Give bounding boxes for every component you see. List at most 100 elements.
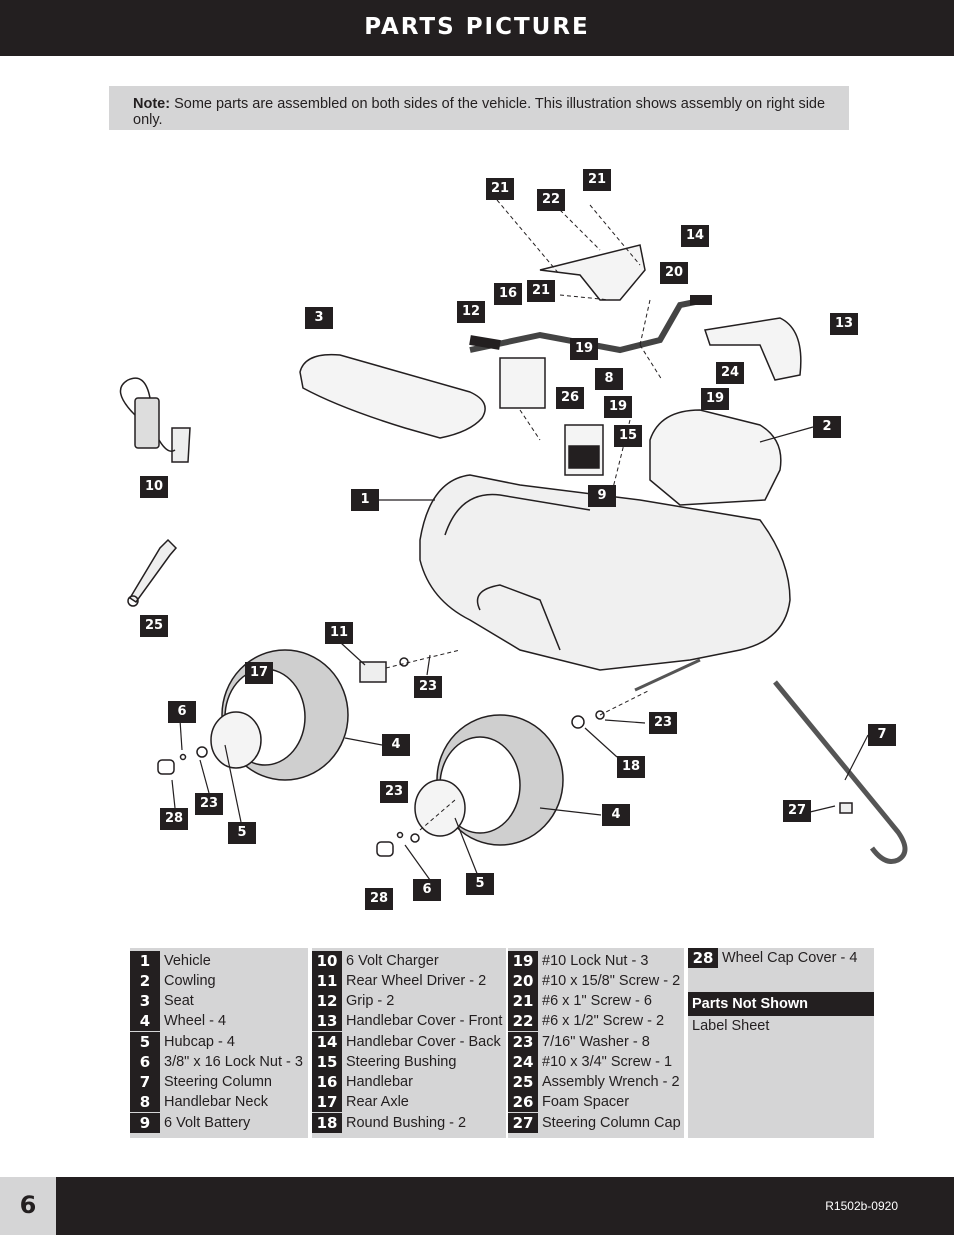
cowling-illustration (649, 409, 782, 506)
part-name: Rear Axle (346, 1094, 409, 1110)
callout-1: 1 (351, 489, 379, 511)
callout-11: 11 (325, 622, 353, 644)
callout-19b: 19 (604, 396, 632, 418)
part-number: 14 (312, 1032, 342, 1052)
callout-18: 18 (617, 756, 645, 778)
callout-23d: 23 (380, 781, 408, 803)
part-number: 3 (130, 991, 160, 1011)
part-number: 21 (508, 991, 538, 1011)
part-name: Handlebar Cover - Back (346, 1034, 501, 1050)
callout-19c: 19 (701, 388, 729, 410)
part-name: Rear Wheel Driver - 2 (346, 973, 487, 989)
callout-26: 26 (556, 387, 584, 409)
callout-6b: 6 (413, 879, 441, 901)
part-name: Assembly Wrench - 2 (542, 1074, 680, 1090)
callout-23a: 23 (414, 676, 442, 698)
part-name: Steering Column (164, 1074, 272, 1090)
part-number: 19 (508, 951, 538, 971)
callout-16: 16 (494, 283, 522, 305)
rear-wheel-left-illustration (210, 649, 349, 781)
part-number: 12 (312, 991, 342, 1011)
callout-23c: 23 (195, 793, 223, 815)
part-name: Handlebar Neck (164, 1094, 268, 1110)
part-name: Wheel - 4 (164, 1013, 227, 1029)
part-number: 18 (312, 1113, 342, 1133)
part-name: Round Bushing - 2 (346, 1115, 467, 1131)
seat-illustration (299, 353, 486, 439)
part-number: 24 (508, 1052, 538, 1072)
callout-13: 13 (830, 313, 858, 335)
callout-10: 10 (140, 476, 168, 498)
rear-wheel-right-illustration (414, 714, 564, 846)
part-name: #10 x 3/4" Screw - 1 (542, 1054, 673, 1070)
part-name: Cowling (164, 973, 216, 989)
part-name: 3/8" x 16 Lock Nut - 3 (164, 1054, 303, 1070)
callout-9: 9 (588, 485, 616, 507)
callout-6a: 6 (168, 701, 196, 723)
note-text: Some parts are assembled on both sides o… (133, 96, 826, 128)
part-number: 8 (130, 1092, 160, 1112)
page-title: PARTS PICTURE (364, 14, 590, 40)
part-number: 5 (130, 1032, 160, 1052)
page-footer: R1502b-0920 (56, 1177, 954, 1235)
part-name: #6 x 1" Screw - 6 (542, 993, 652, 1009)
vehicle-body-illustration (419, 474, 791, 671)
callout-22: 22 (537, 189, 565, 211)
document-code: R1502b-0920 (825, 1199, 898, 1213)
callout-28a: 28 (160, 808, 188, 830)
callout-21a: 21 (486, 178, 514, 200)
part-name: 6 Volt Charger (346, 953, 439, 969)
part-number: 9 (130, 1113, 160, 1133)
exploded-parts-diagram (119, 199, 908, 881)
part-name: Grip - 2 (346, 993, 395, 1009)
part-name: Foam Spacer (542, 1094, 630, 1110)
part-name: #6 x 1/2" Screw - 2 (542, 1013, 665, 1029)
part-number: 27 (508, 1113, 538, 1133)
callout-14: 14 (681, 225, 709, 247)
callout-3: 3 (305, 307, 333, 329)
callout-21b: 21 (583, 169, 611, 191)
steering-column-illustration (773, 680, 908, 864)
parts-not-shown-item: Label Sheet (692, 1018, 770, 1034)
part-name: Handlebar Cover - Front (346, 1013, 503, 1029)
charger-illustration (134, 397, 160, 449)
part-name: 6 Volt Battery (164, 1115, 251, 1131)
part-name: 7/16" Washer - 8 (542, 1034, 650, 1050)
part-number: 17 (312, 1092, 342, 1112)
handlebar-cover-front-illustration (704, 317, 802, 381)
part-number: 26 (508, 1092, 538, 1112)
part-number: 28 (688, 948, 718, 968)
callout-8: 8 (595, 368, 623, 390)
part-number: 7 (130, 1072, 160, 1092)
note-label: Note: (133, 96, 171, 112)
part-name: Steering Bushing (346, 1054, 457, 1070)
part-number: 4 (130, 1011, 160, 1031)
part-number: 15 (312, 1052, 342, 1072)
callout-21c: 21 (527, 280, 555, 302)
page-number-box: 6 (0, 1177, 56, 1235)
part-name: Seat (164, 993, 194, 1009)
part-number: 25 (508, 1072, 538, 1092)
callout-28b: 28 (365, 888, 393, 910)
note-box: Note: Some parts are assembled on both s… (109, 86, 849, 130)
legend-column-3: 19#10 Lock Nut - 3 20#10 x 15/8" Screw -… (508, 948, 684, 1138)
part-name: Hubcap - 4 (164, 1034, 235, 1050)
parts-not-shown-title: Parts Not Shown (688, 992, 874, 1016)
part-name: Vehicle (164, 953, 211, 969)
callout-5a: 5 (228, 822, 256, 844)
callout-27: 27 (783, 800, 811, 822)
part-name: #10 Lock Nut - 3 (542, 953, 649, 969)
part-name: Wheel Cap Cover - 4 (722, 950, 858, 966)
callout-2: 2 (813, 416, 841, 438)
callout-25: 25 (140, 615, 168, 637)
part-number: 2 (130, 971, 160, 991)
callout-24: 24 (716, 362, 744, 384)
callout-5b: 5 (466, 873, 494, 895)
part-number: 6 (130, 1052, 160, 1072)
part-name: Steering Column Cap (542, 1115, 681, 1131)
callout-17: 17 (245, 662, 273, 684)
callout-15: 15 (614, 425, 642, 447)
